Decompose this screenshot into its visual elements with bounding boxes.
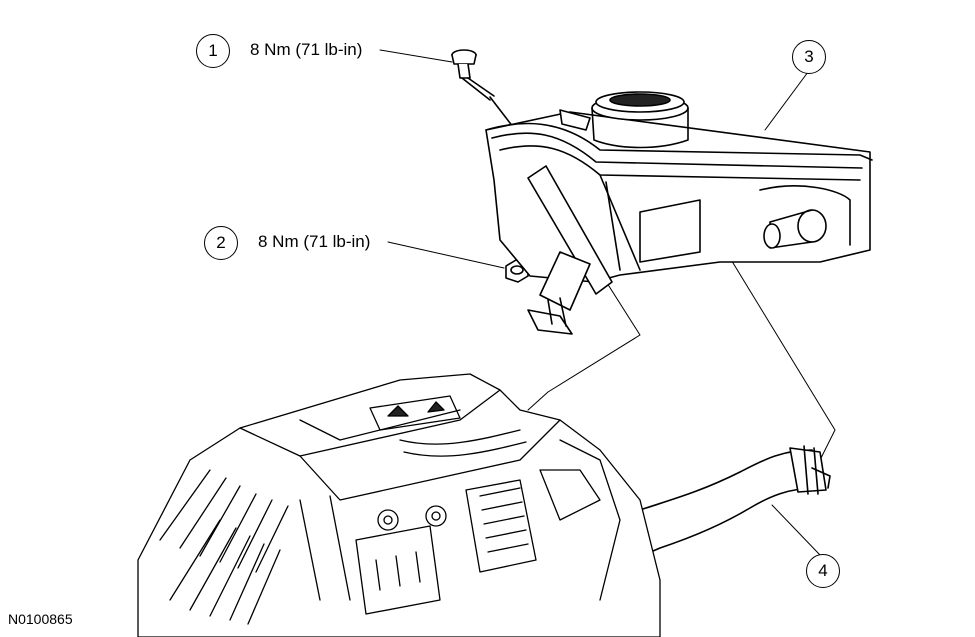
- figure-id: N0100865: [8, 611, 73, 627]
- callout-2-torque: 8 Nm (71 lb-in): [258, 232, 371, 251]
- bolt: [451, 49, 561, 189]
- coolant-reservoir: [485, 91, 873, 335]
- callout-1-torque: 8 Nm (71 lb-in): [250, 40, 363, 59]
- callout-1-number: 1: [196, 34, 230, 68]
- engine-assembly: [137, 373, 661, 637]
- callout-3-number: 3: [792, 40, 826, 74]
- callout-4-number: 4: [806, 554, 840, 588]
- callout-2-number: 2: [204, 226, 238, 260]
